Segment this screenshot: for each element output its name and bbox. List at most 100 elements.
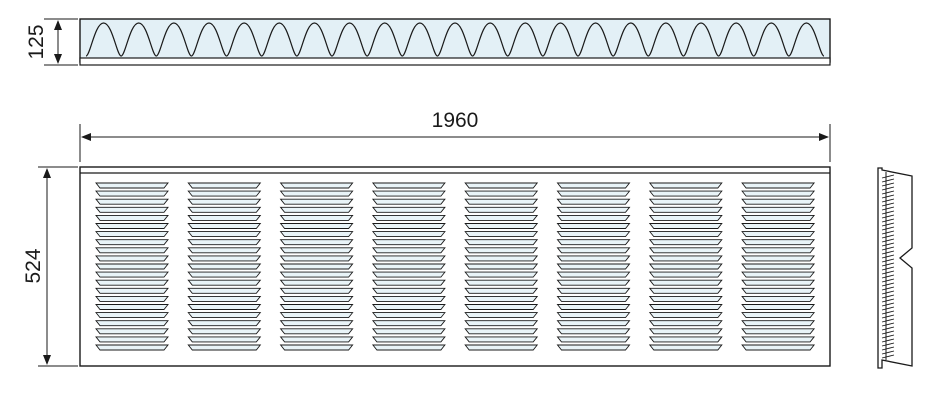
louver-slat: [741, 206, 816, 213]
side-fin: [881, 314, 895, 319]
louver-slat: [741, 231, 816, 238]
louver-slat: [279, 214, 354, 221]
louver-slat: [95, 336, 169, 343]
louver-slat: [371, 182, 446, 189]
louver-slat: [741, 190, 816, 197]
front-view: [79, 166, 831, 367]
top-view-bottom-rail: [79, 57, 831, 66]
louver-slat: [648, 279, 723, 286]
louver-slat: [279, 198, 354, 205]
louver-slat: [371, 320, 446, 327]
louver-column: [556, 182, 631, 351]
side-fin: [881, 226, 895, 231]
louver-columns: [95, 182, 816, 351]
louver-slat: [95, 279, 169, 286]
louver-slat: [371, 328, 446, 335]
louver-slat: [187, 279, 262, 286]
louver-slat: [741, 239, 816, 246]
louver-slat: [648, 214, 723, 221]
louver-slat: [741, 295, 816, 302]
louver-slat: [741, 279, 816, 286]
side-fin: [881, 230, 895, 235]
louver-slat: [556, 198, 631, 205]
side-fin: [881, 270, 895, 275]
side-fin: [881, 182, 895, 187]
side-fin: [881, 238, 895, 243]
louver-slat: [556, 231, 631, 238]
louver-slat: [187, 182, 262, 189]
louver-slat: [648, 320, 723, 327]
louver-slat: [741, 328, 816, 335]
side-fin: [881, 286, 895, 291]
dimension-label-125: 125: [25, 24, 48, 59]
louver-slat: [95, 320, 169, 327]
louver-slat: [464, 328, 539, 335]
louver-slat: [187, 247, 262, 254]
louver-slat: [187, 239, 262, 246]
side-fin: [881, 214, 895, 219]
louver-slat: [371, 223, 446, 229]
side-fin: [881, 174, 895, 179]
louver-slat: [464, 336, 539, 343]
louver-slat: [648, 271, 723, 278]
louver-slat: [648, 304, 723, 310]
louver-slat: [187, 223, 262, 229]
louver-slat: [648, 336, 723, 343]
louver-slat: [371, 190, 446, 197]
side-fin: [881, 294, 895, 299]
louver-slat: [741, 223, 816, 229]
louver-slat: [648, 312, 723, 319]
side-fin: [881, 346, 895, 351]
side-view-fins: [881, 174, 895, 359]
side-fin: [881, 322, 895, 327]
louver-slat: [95, 328, 169, 335]
louver-slat: [187, 263, 262, 270]
louver-slat: [279, 344, 354, 351]
louver-slat: [371, 279, 446, 286]
louver-slat: [556, 182, 631, 189]
louver-slat: [556, 344, 631, 351]
side-fin: [881, 194, 895, 199]
louver-slat: [95, 214, 169, 221]
louver-slat: [279, 336, 354, 343]
louver-slat: [371, 214, 446, 221]
side-fin: [881, 246, 895, 251]
louver-slat: [187, 271, 262, 278]
louver-slat: [371, 198, 446, 205]
louver-slat: [648, 344, 723, 351]
louver-slat: [648, 231, 723, 238]
louver-slat: [371, 344, 446, 351]
dimension-label-524: 524: [22, 248, 45, 283]
louver-slat: [187, 336, 262, 343]
louver-slat: [187, 206, 262, 213]
louver-column: [95, 182, 169, 351]
louver-slat: [95, 344, 169, 351]
louver-slat: [741, 336, 816, 343]
louver-slat: [464, 247, 539, 254]
louver-slat: [279, 182, 354, 189]
louver-slat: [741, 320, 816, 327]
louver-slat: [464, 312, 539, 319]
side-fin: [881, 186, 895, 191]
louver-slat: [556, 328, 631, 335]
louver-slat: [95, 190, 169, 197]
louver-slat: [556, 239, 631, 246]
louver-slat: [648, 206, 723, 213]
louver-slat: [464, 320, 539, 327]
side-fin: [881, 310, 895, 315]
louver-slat: [464, 231, 539, 238]
side-fin: [881, 350, 895, 355]
top-view-wave-profile: [85, 22, 825, 57]
louver-slat: [95, 206, 169, 213]
side-fin: [881, 330, 895, 335]
louver-slat: [464, 344, 539, 351]
louver-slat: [187, 312, 262, 319]
louver-slat: [95, 255, 169, 262]
louver-slat: [95, 295, 169, 302]
side-fin: [881, 202, 895, 207]
dimension-125: 125: [25, 18, 78, 66]
louver-slat: [95, 312, 169, 319]
louver-slat: [741, 263, 816, 270]
louver-slat: [187, 198, 262, 205]
louver-slat: [187, 255, 262, 262]
